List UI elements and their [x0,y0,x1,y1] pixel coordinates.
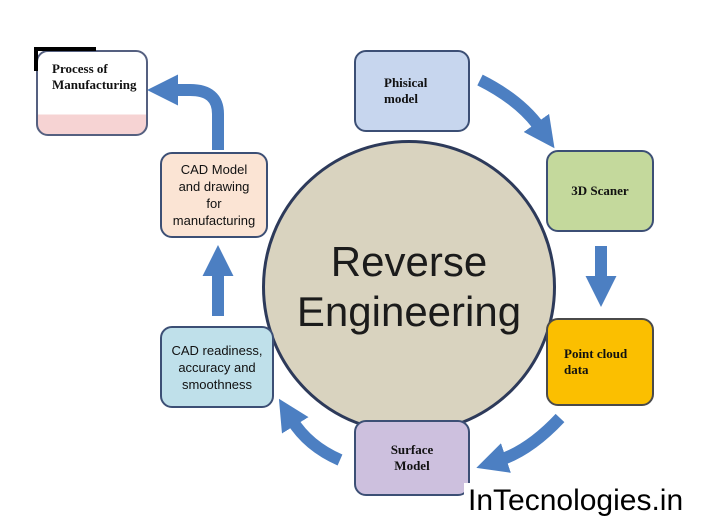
node-label-line: accuracy and [178,359,256,375]
node-surface-model: Surface Model [354,420,470,496]
node-cad-model: CAD Model and drawing for manufacturing [160,152,268,238]
node-label-line: Point cloud [564,346,628,361]
arrow-pointcloud-to-surface [476,413,565,473]
node-label-line: 3D Scaner [571,183,629,198]
node-label-line: model [384,91,418,106]
node-label-line: for [206,196,222,211]
pen-mark [34,47,38,71]
pen-mark [34,47,96,51]
node-label-line: data [564,362,589,377]
node-label-line: Surface [390,442,434,457]
node-label-line: manufacturing [172,213,256,228]
node-label-line: CAD Model [180,162,248,177]
node-label-line: Model [394,458,430,473]
node-process-of-manufacturing: Process of Manufacturing [36,50,148,136]
node-label-line: Manufacturing [52,77,137,92]
node-label-line: Process of [52,61,108,76]
node-label-line: smoothness [181,376,253,392]
center-circle: Reverse Engineering [262,140,556,434]
node-label-line: and drawing [178,179,250,194]
center-title-line1: Reverse [330,238,488,285]
node-label-line: Phisical [384,75,428,90]
node-cad-readiness: CAD readiness, accuracy and smoothness [160,326,274,408]
center-title-line2: Engineering [296,288,522,335]
node-3d-scaner: 3D Scaner [546,150,654,232]
node-label-line: CAD readiness, [171,342,263,358]
arrow-cadmodel-to-process [147,74,224,150]
node-phisical-model: Phisical model [354,50,470,132]
node-point-cloud-data: Point cloud data [546,318,654,406]
arrow-surface-to-cadready [278,398,343,466]
arrow-phisical-to-scaner [477,74,555,149]
site-watermark: InTecnologies.in [464,483,688,519]
